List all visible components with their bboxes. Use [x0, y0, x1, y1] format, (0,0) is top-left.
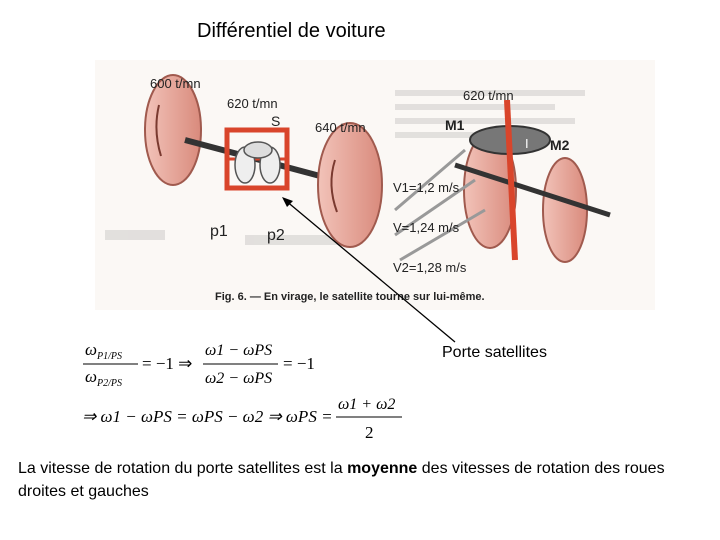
- label-m2: M2: [550, 137, 570, 153]
- label-i: I: [525, 136, 529, 151]
- page-title: Différentiel de voiture: [197, 20, 386, 42]
- label-p2: p2: [267, 227, 285, 244]
- figure-caption: Fig. 6. — En virage, le satellite tourne…: [215, 291, 485, 303]
- svg-text:ω: ω: [85, 367, 97, 386]
- porte-satellites-label: Porte satellites: [442, 344, 547, 361]
- red-pivot: [504, 99, 518, 261]
- svg-text:= −1: = −1: [283, 354, 315, 373]
- speed-cage-label: 620 t/mn: [227, 96, 278, 111]
- left-wheel: [144, 74, 202, 186]
- svg-text:= −1 ⇒: = −1 ⇒: [142, 354, 192, 373]
- v1-label: V1=1,2 m/s: [393, 180, 460, 195]
- explanation-part-1: La vitesse de rotation du porte satellit…: [18, 460, 348, 477]
- svg-text:ω1 − ωPS: ω1 − ωPS: [205, 342, 272, 359]
- wheel-m2: [542, 157, 588, 263]
- differential-illustration: 600 t/mn 620 t/mn S 640 t/mn 620 t/mn M1…: [95, 60, 655, 310]
- v-label: V=1,24 m/s: [393, 220, 460, 235]
- svg-text:⇒ ω1 − ωPS = ωPS − ω2 ⇒ ωPS =: ⇒ ω1 − ωPS = ωPS − ω2 ⇒ ωPS =: [82, 407, 333, 426]
- explanation-bold-word: moyenne: [347, 460, 418, 477]
- svg-text:ω: ω: [85, 340, 97, 359]
- right-wheel: [317, 122, 383, 248]
- speed-left-label: 600 t/mn: [150, 76, 201, 91]
- v2-label: V2=1,28 m/s: [393, 260, 467, 275]
- speed-right-label: 640 t/mn: [315, 120, 366, 135]
- explanation-text: La vitesse de rotation du porte satellit…: [18, 457, 708, 503]
- label-m1: M1: [445, 117, 465, 133]
- svg-text:ω1 + ω2: ω1 + ω2: [338, 396, 395, 413]
- svg-text:ω2 − ωPS: ω2 − ωPS: [205, 370, 272, 387]
- formula-line-1: ω P1/PS ω P2/PS = −1 ⇒ ω1 − ωPS ω2 − ωPS…: [83, 340, 315, 389]
- svg-text:2: 2: [365, 423, 374, 442]
- speed-top-right-label: 620 t/mn: [463, 88, 514, 103]
- explanation-part-2: des vitesses de rotation des roues droit…: [18, 460, 665, 500]
- label-p1: p1: [210, 223, 228, 240]
- svg-text:P2/PS: P2/PS: [96, 378, 122, 389]
- formula-line-2: ⇒ ω1 − ωPS = ωPS − ω2 ⇒ ωPS = ω1 + ω2 2: [82, 396, 402, 442]
- svg-text:P1/PS: P1/PS: [96, 351, 122, 362]
- label-s: S: [271, 113, 280, 129]
